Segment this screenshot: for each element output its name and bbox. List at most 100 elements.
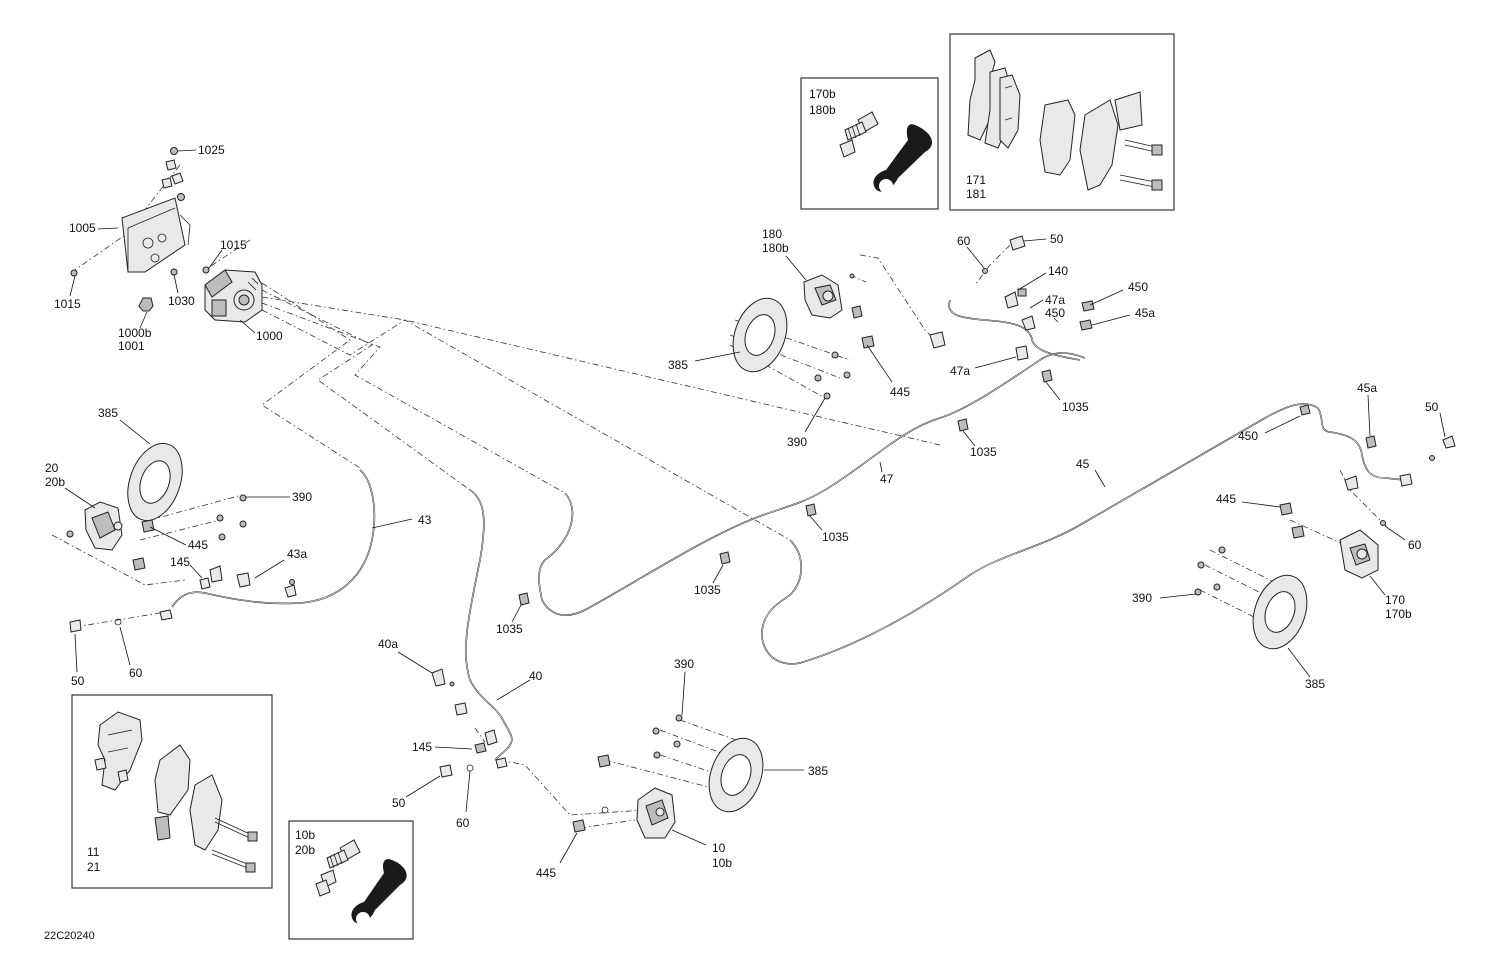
label-1035-e: 1035 [496, 622, 523, 636]
label-450-upper: 450 [1045, 306, 1065, 320]
label-450-right: 450 [1128, 280, 1148, 294]
abs-module-group: 1025 1005 1015 1015 1030 1000b 1001 1000 [54, 143, 283, 353]
label-145-front-left: 145 [170, 555, 190, 569]
label-170b: 170b [1385, 607, 1412, 621]
label-40: 40 [529, 669, 543, 683]
label-180b-box: 180b [809, 103, 836, 117]
label-1025: 1025 [198, 143, 225, 157]
label-390-rear-left: 390 [674, 657, 694, 671]
label-20: 20 [45, 461, 59, 475]
label-50-rear-right: 50 [1425, 400, 1439, 414]
front-right-fittings: 60 50 140 47a 450 450 45a 47a 1035 1035 … [496, 232, 1311, 636]
label-43: 43 [418, 513, 432, 527]
rear-right-brake-disc [1252, 574, 1308, 650]
label-50-front-left: 50 [71, 674, 85, 688]
label-47a-lower: 47a [950, 364, 970, 378]
bleeder-screw-icon-front [315, 839, 361, 897]
rear-right-bolts [1194, 435, 1456, 596]
label-60-rear-right: 60 [1408, 538, 1422, 552]
label-445-front-right: 445 [890, 385, 910, 399]
label-1035-d: 1035 [694, 583, 721, 597]
label-60-front-right: 60 [957, 234, 971, 248]
label-181: 181 [966, 187, 986, 201]
abs-hydraulic-unit [204, 269, 263, 323]
inset-bleeder-rear-right: 170b 180b [800, 77, 939, 210]
label-140: 140 [1048, 264, 1068, 278]
front-right-brake-group: 180 180b 385 445 390 [668, 227, 910, 449]
brake-pad-front-icon [967, 49, 1021, 149]
label-45: 45 [1076, 457, 1090, 471]
bleeder-cap-icon-front [351, 859, 407, 926]
abs-fasteners [70, 147, 210, 312]
front-right-caliper [803, 274, 843, 319]
brake-pad-rear-icon [1039, 91, 1163, 191]
label-50-rear-left: 50 [392, 796, 406, 810]
inset-brake-pads-rear: 171 181 [949, 33, 1175, 211]
label-390-rear-right: 390 [1132, 591, 1152, 605]
label-60-rear-left: 60 [456, 816, 470, 830]
front-right-bolts [814, 273, 875, 400]
label-171: 171 [966, 173, 986, 187]
rear-left-brake-group: 40a 40 145 50 60 445 390 385 10 10b [378, 637, 828, 880]
label-1015-left: 1015 [54, 297, 81, 311]
label-385-rear-right: 385 [1305, 677, 1325, 691]
label-180: 180 [762, 227, 782, 241]
bleeder-screw-icon [839, 111, 879, 158]
front-right-brake-disc [732, 297, 788, 373]
inset-brake-pads-front: 11 21 [71, 694, 273, 889]
label-1005: 1005 [69, 221, 96, 235]
front-left-brake-disc [127, 442, 183, 522]
label-385-front-right: 385 [668, 358, 688, 372]
label-1030: 1030 [168, 294, 195, 308]
label-385-rear-left: 385 [808, 764, 828, 778]
front-left-caliper [84, 501, 123, 551]
label-445-front-left: 445 [188, 538, 208, 552]
label-10b-box: 10b [295, 828, 315, 842]
inset-bleeder-front: 10b 20b [288, 820, 414, 940]
front-left-bolts [66, 494, 297, 633]
label-385-front-left: 385 [98, 406, 118, 420]
label-170b: 170b [809, 87, 836, 101]
label-1001: 1001 [118, 339, 145, 353]
label-180b: 180b [762, 241, 789, 255]
rear-left-fittings [431, 668, 683, 833]
label-390-front-right: 390 [787, 435, 807, 449]
front-left-brake-group: 385 20 20b 390 43 445 145 43a 50 60 [45, 406, 432, 688]
label-60-front-left: 60 [129, 666, 143, 680]
label-45a-upper: 45a [1135, 306, 1155, 320]
abs-bracket [121, 197, 191, 273]
label-40a: 40a [378, 637, 398, 651]
label-1000b: 1000b [118, 326, 152, 340]
rear-right-caliper [1339, 529, 1379, 579]
label-1015-right: 1015 [220, 238, 247, 252]
label-43a: 43a [287, 547, 307, 561]
rear-right-brake-group: 45a 50 445 60 170 170b 390 385 [1132, 381, 1456, 691]
label-145-rear-left: 145 [412, 740, 432, 754]
label-20b: 20b [45, 475, 65, 489]
label-11: 11 [87, 845, 100, 859]
label-10: 10 [712, 841, 726, 855]
label-1035-c: 1035 [822, 530, 849, 544]
label-10b: 10b [712, 856, 732, 870]
label-1000: 1000 [256, 329, 283, 343]
label-47a-upper: 47a [1045, 293, 1065, 307]
brake-lines [171, 299, 1406, 761]
label-445-rear-left: 445 [536, 866, 556, 880]
label-21: 21 [87, 860, 101, 874]
rear-left-brake-disc [708, 737, 764, 813]
front-pad-set-icon [154, 744, 258, 873]
bleeder-cap-icon [873, 124, 933, 193]
label-50-front-right: 50 [1050, 232, 1064, 246]
front-pad-caliper-bracket-icon [94, 711, 143, 791]
label-450-rear: 450 [1238, 429, 1258, 443]
label-20b-box: 20b [295, 843, 315, 857]
label-390-front-left: 390 [292, 490, 312, 504]
label-1035-a: 1035 [1062, 400, 1089, 414]
rear-left-caliper [636, 787, 676, 839]
label-170: 170 [1385, 593, 1405, 607]
drawing-code: 22C20240 [44, 930, 95, 942]
label-1035-b: 1035 [970, 445, 997, 459]
label-445-rear-right: 445 [1216, 492, 1236, 506]
label-47: 47 [880, 472, 894, 486]
